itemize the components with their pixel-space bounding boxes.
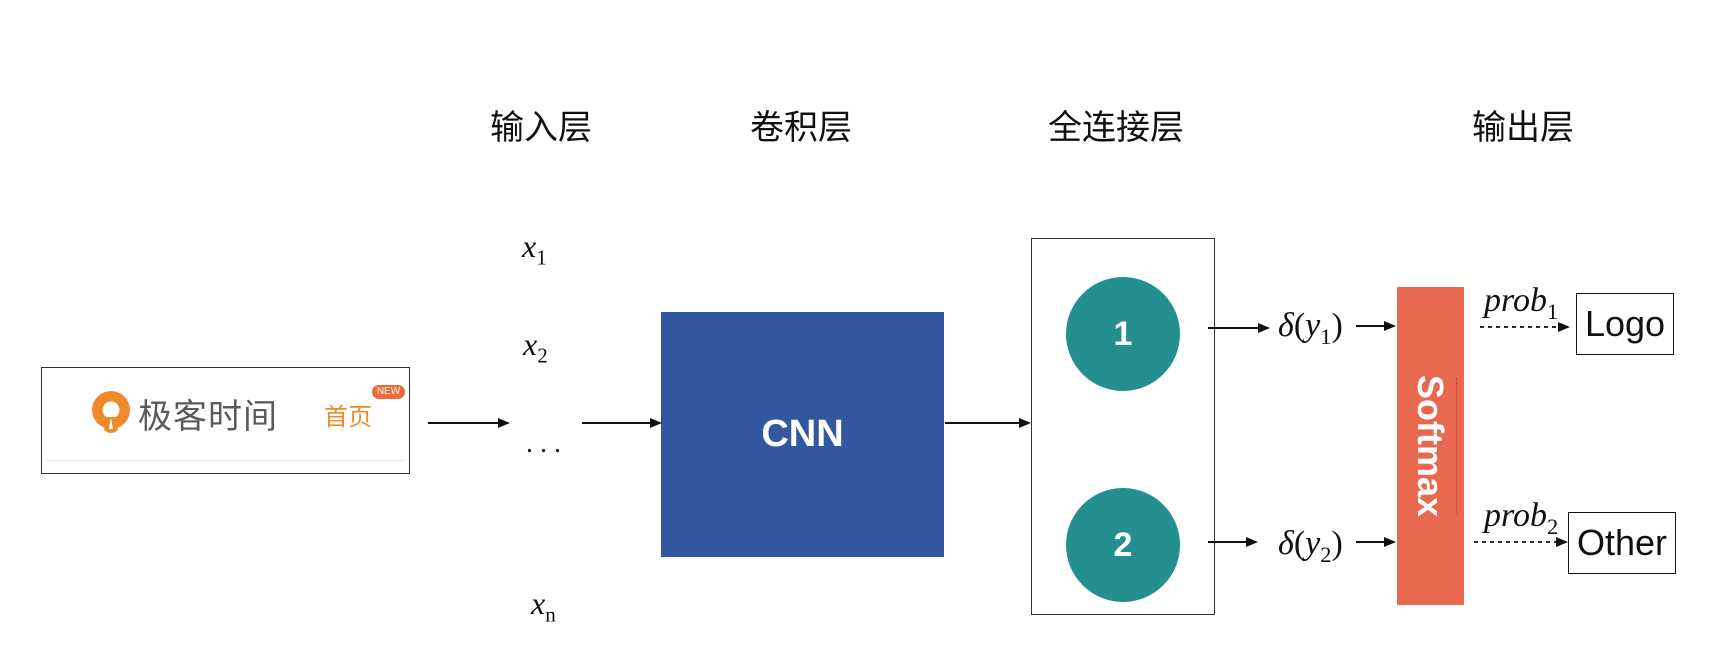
input-layer-title: 输入层 xyxy=(490,108,592,148)
output-layer-title: 输出层 xyxy=(1472,108,1574,148)
output-other: Other xyxy=(1568,512,1676,574)
activation-1: δ(y1) xyxy=(1278,307,1343,349)
feature-ellipsis: . . . xyxy=(526,428,561,459)
fc-layer-box xyxy=(1031,238,1215,615)
new-badge: NEW xyxy=(372,385,405,399)
feature-x1: x1 xyxy=(522,228,547,270)
brand-logo-icon xyxy=(92,391,130,433)
feature-x2: x2 xyxy=(523,326,548,368)
home-link: 首页 xyxy=(324,403,372,431)
fc-layer-title: 全连接层 xyxy=(1048,108,1184,148)
neuron-2: 2 xyxy=(1066,488,1180,602)
input-image-divider xyxy=(46,460,404,461)
cnn-block: CNN xyxy=(661,312,944,557)
neuron-1: 1 xyxy=(1066,277,1180,391)
brand-name: 极客时间 xyxy=(138,397,278,437)
conv-layer-title: 卷积层 xyxy=(750,108,852,148)
feature-xn: xn xyxy=(531,585,556,627)
prob-2: prob2 xyxy=(1484,497,1559,539)
output-logo: Logo xyxy=(1576,293,1674,355)
softmax-divider xyxy=(1456,378,1457,514)
prob-1: prob1 xyxy=(1484,282,1559,324)
activation-2: δ(y2) xyxy=(1278,525,1343,567)
softmax-block xyxy=(1397,287,1464,605)
